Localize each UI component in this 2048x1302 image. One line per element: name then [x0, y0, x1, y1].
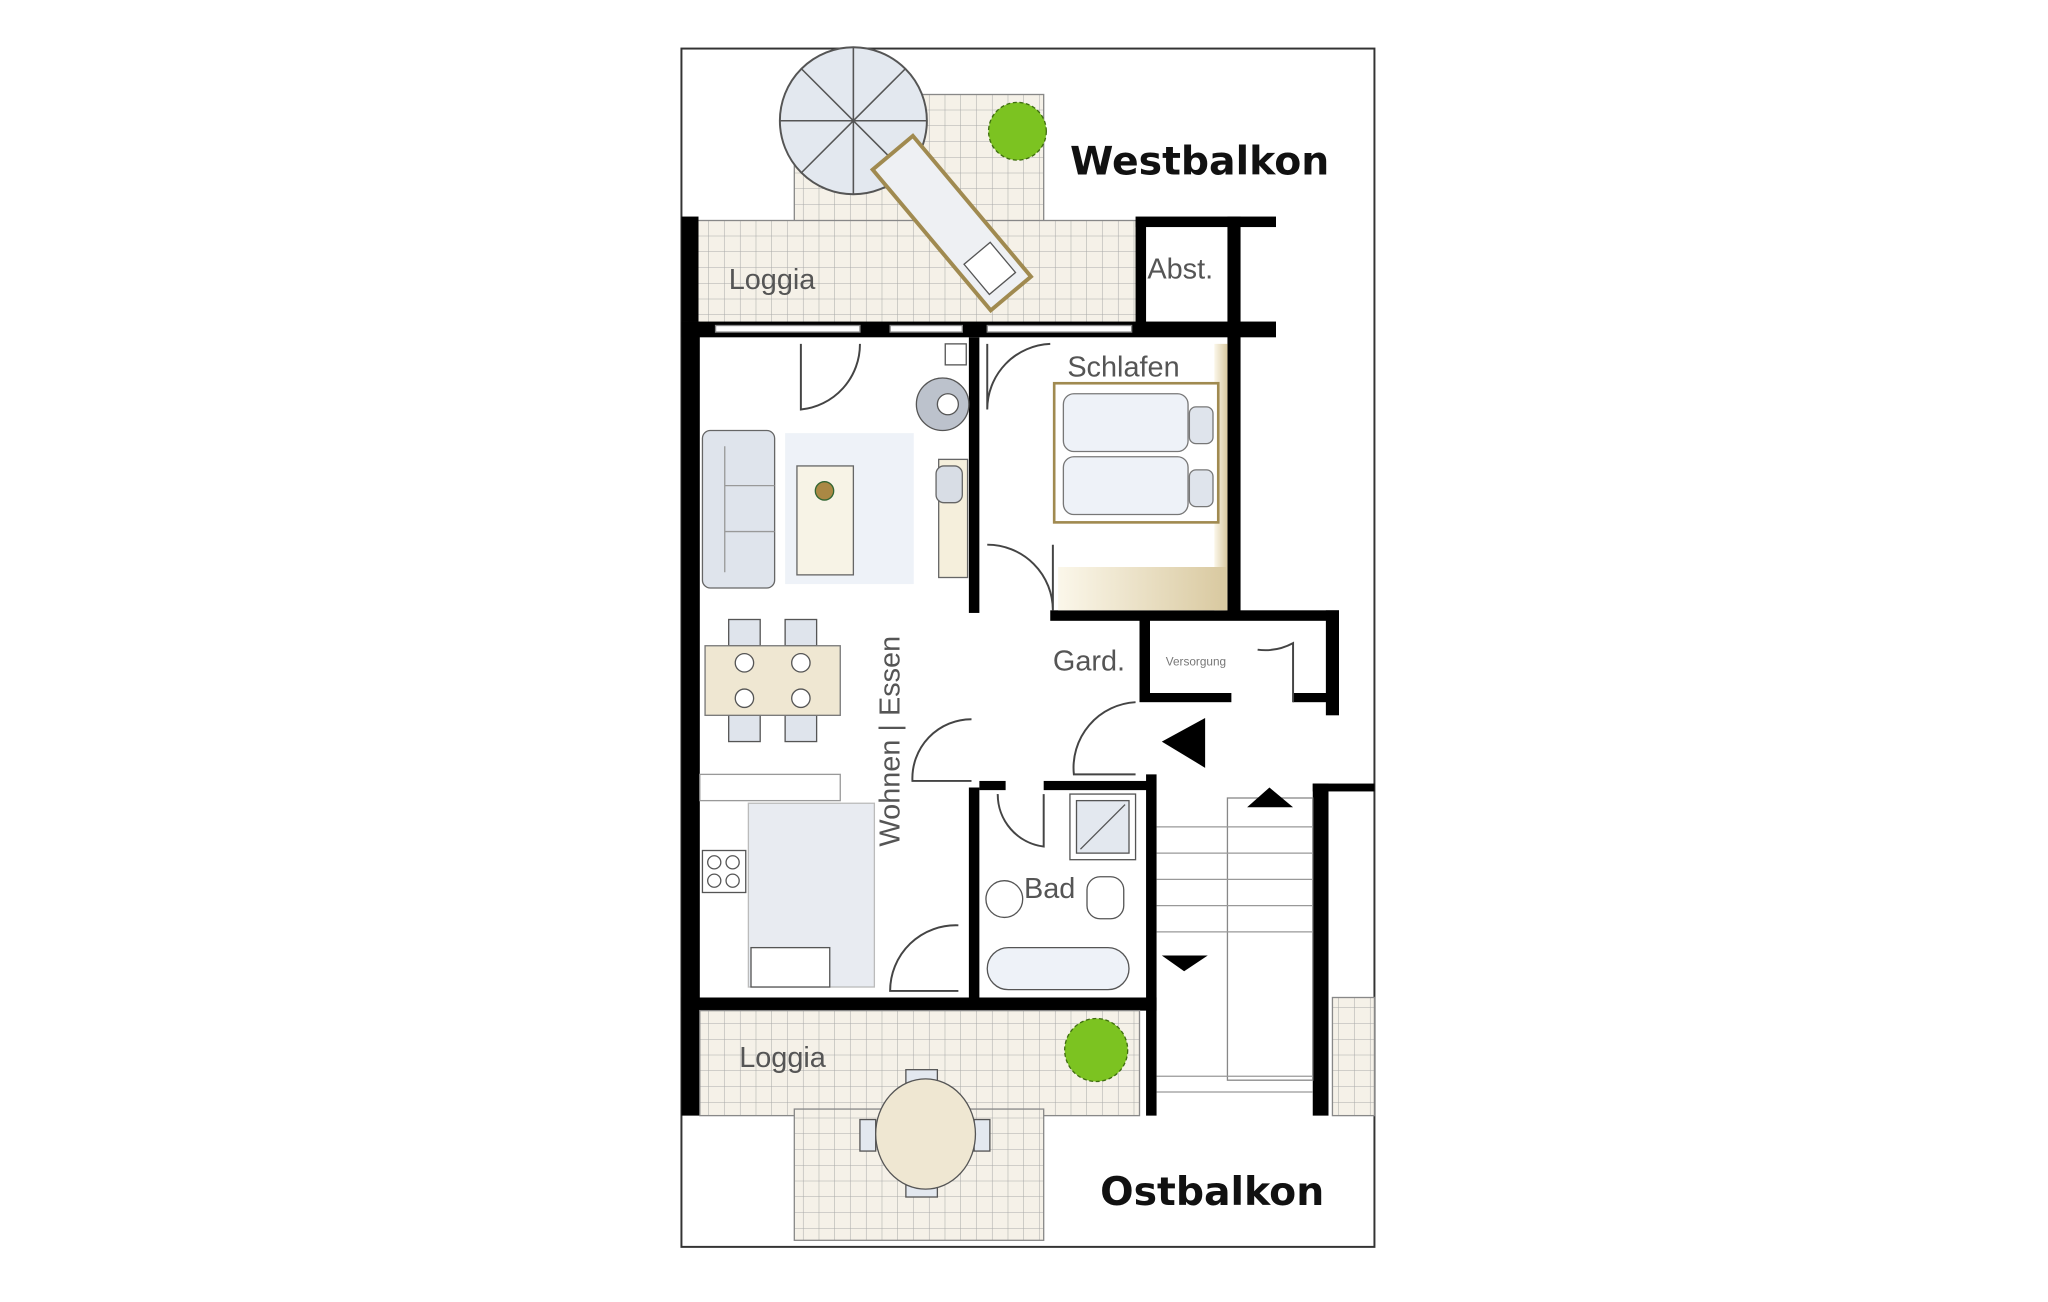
- kitchen: [699, 773, 876, 988]
- bed-icon: [1052, 381, 1220, 524]
- loggia-top-label: Loggia: [729, 264, 817, 296]
- staircase: [1156, 787, 1376, 1117]
- loggia-bottom-label: Loggia: [739, 1042, 827, 1074]
- plant-icon: [1064, 1017, 1129, 1083]
- schlafen-label: Schlafen: [1067, 352, 1179, 384]
- sink-icon: [750, 946, 831, 988]
- bathroom-fixtures: [985, 793, 1137, 991]
- entrance-arrow-icon: [1161, 717, 1206, 768]
- sun-lounger-icon: [869, 133, 1034, 314]
- abst-label: Abst.: [1147, 253, 1213, 285]
- plant-icon: [987, 101, 1047, 161]
- flower-icon: [814, 481, 835, 501]
- gard-label: Gard.: [1053, 646, 1125, 678]
- sofa-icon: [701, 429, 776, 589]
- bad-label: Bad: [1024, 873, 1075, 905]
- westbalkon-label: Westbalkon: [1070, 139, 1329, 185]
- wohnen-essen-label: Wohnen | Essen: [874, 636, 906, 847]
- round-table-icon: [859, 1069, 991, 1198]
- ostbalkon-label: Ostbalkon: [1100, 1169, 1324, 1215]
- armchair-icon: [915, 343, 970, 579]
- versorgung-label: Versorgung: [1166, 654, 1226, 668]
- dining-table-icon: [704, 618, 841, 743]
